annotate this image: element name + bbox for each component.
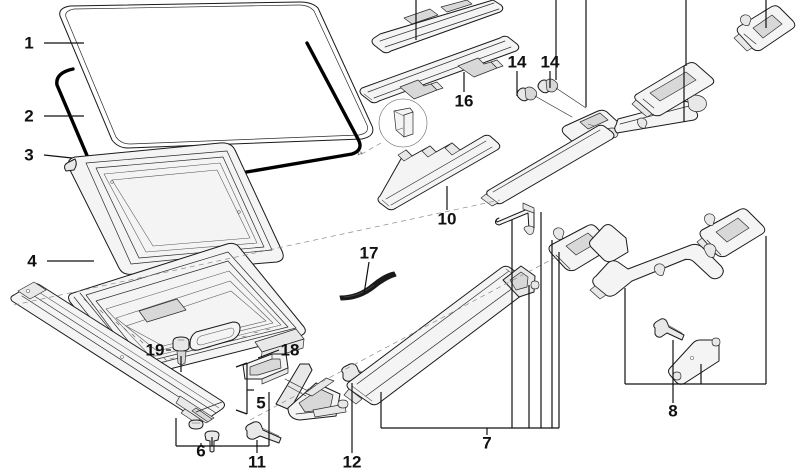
- part-mid-right-clamp: [548, 224, 629, 272]
- part-glass-panel: [59, 1, 374, 149]
- callout-11: 11: [248, 452, 266, 472]
- part-curved-lever: [589, 243, 724, 300]
- part-curved-spring: [339, 271, 397, 301]
- group-brackets: [175, 236, 767, 447]
- callout-7: 7: [482, 433, 492, 453]
- callout-5: 5: [256, 393, 266, 413]
- callout-6: 6: [196, 441, 206, 461]
- callout-19: 19: [145, 340, 165, 360]
- alignment-dash-line-2: [249, 254, 561, 421]
- alignment-dash-line: [13, 199, 501, 306]
- part-pivot-block-linkage: [480, 94, 707, 207]
- callout-1: 1: [24, 33, 34, 53]
- part-lift-arm-mechanism: [275, 363, 349, 421]
- part-slide-shoe-oval: [189, 321, 241, 351]
- part-angle-bracket: [668, 337, 721, 385]
- part-hex-bolt: [245, 421, 282, 444]
- part-slide-shoe: [242, 353, 289, 385]
- callout-12: 12: [342, 452, 362, 472]
- callout-17: 17: [359, 243, 379, 263]
- callout-3: 3: [24, 145, 34, 165]
- part-panel-frame: [64, 142, 284, 275]
- callout-10: 10: [437, 209, 457, 229]
- part-top-right-bracket: [733, 5, 796, 52]
- detail-magnifier: [357, 98, 428, 156]
- callout-4: 4: [27, 251, 37, 271]
- callout-8: 8: [668, 401, 678, 421]
- callout-2: 2: [24, 106, 34, 126]
- part-stud-bolt-2: [537, 78, 587, 109]
- part-bracket-screw: [653, 318, 685, 341]
- callout-14-left: 14: [507, 52, 527, 72]
- part-frame-rail: [359, 0, 520, 104]
- part-wind-deflector: [377, 134, 501, 211]
- callout-16: 16: [454, 91, 474, 111]
- part-left-guide-rail: [10, 281, 225, 424]
- leader-lines: [43, 0, 767, 453]
- part-drive-cable-assembly: [343, 265, 540, 406]
- callout-14-right: 14: [540, 52, 560, 72]
- callout-18: 18: [280, 340, 300, 360]
- part-l-rod: [494, 202, 535, 235]
